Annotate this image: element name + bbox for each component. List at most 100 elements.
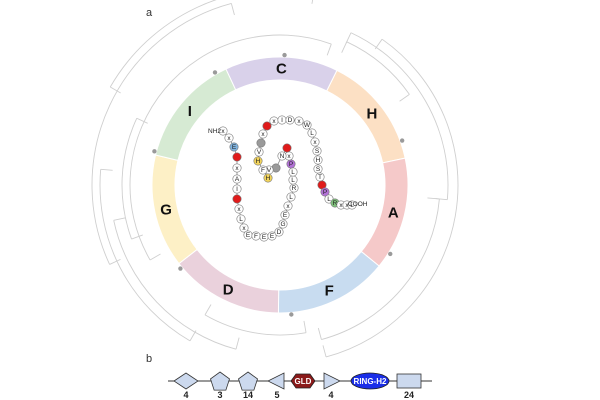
tree-nodes <box>152 52 405 317</box>
residue-circle <box>232 152 242 162</box>
clade-label-d: D <box>223 281 234 298</box>
domain-label: RING-H2 <box>354 377 387 386</box>
domain-rectangle: 24 <box>396 373 422 400</box>
residue-letter: P <box>323 189 327 196</box>
n-terminus: NH2 <box>208 128 221 135</box>
residue: N <box>277 151 287 161</box>
residue-circle <box>258 129 268 139</box>
residue-circle <box>274 227 284 237</box>
residue: E <box>229 142 239 152</box>
residue: F <box>258 165 268 175</box>
tree-arc <box>121 118 138 240</box>
residue-letter: x <box>287 153 291 160</box>
residue-letter: x <box>272 118 276 125</box>
domain-shape <box>267 372 285 390</box>
clade-label-f: F <box>325 283 334 300</box>
residue-circle <box>312 146 322 156</box>
residue-letter: G <box>280 221 285 228</box>
residue <box>256 138 266 148</box>
tree-branch <box>230 3 235 16</box>
residue: L <box>236 214 246 224</box>
tree-arc <box>325 38 459 358</box>
residue-circle <box>232 184 242 194</box>
tree-arc <box>129 34 332 261</box>
domain-triangle-left: 5 <box>267 372 285 400</box>
tree-branch <box>345 32 352 44</box>
residue: H <box>313 155 323 165</box>
tree-arc <box>91 2 232 265</box>
residue: P <box>286 159 296 169</box>
domain-count: 14 <box>243 390 253 400</box>
residue-letter: L <box>327 196 331 203</box>
domain-label: GLD <box>295 377 312 386</box>
tree-branch <box>136 117 148 124</box>
residue-circle <box>224 133 234 143</box>
residue: E <box>267 231 277 241</box>
residue: E <box>243 230 253 240</box>
phylogeny-tree <box>91 0 459 358</box>
clade-segment-i <box>154 68 237 161</box>
tree-node <box>282 52 287 58</box>
tree-arc <box>346 41 410 95</box>
residue-circle <box>262 121 272 131</box>
tree-branch <box>109 258 121 265</box>
domain-count: 4 <box>183 390 188 400</box>
residue-circle <box>254 147 264 157</box>
domain-shape <box>173 372 199 390</box>
residue-letter: R <box>333 200 338 207</box>
residue-letter: F <box>254 233 258 240</box>
residue-letter: L <box>350 202 354 209</box>
tree-branch <box>113 217 126 221</box>
domain-diamond: 4 <box>173 372 199 400</box>
clade-segment-a <box>360 157 409 267</box>
domain-ellipse: RING-H2 <box>350 372 390 390</box>
residue: E <box>259 232 269 242</box>
tree-arc <box>109 0 217 88</box>
residue-letter: W <box>304 122 311 129</box>
residue-letter: L <box>289 194 293 201</box>
residue: G <box>278 219 288 229</box>
tree-branch <box>149 253 161 261</box>
residue: L <box>288 167 298 177</box>
tree-node <box>289 312 294 317</box>
panel-label-a: a <box>146 7 153 19</box>
residue-letter: T <box>318 174 322 181</box>
residue-circle <box>278 219 288 229</box>
domain-hexagon: GLD <box>290 373 316 389</box>
residue-circle <box>294 116 304 126</box>
residue-letter: A <box>235 176 240 183</box>
residue: x <box>239 223 249 233</box>
residue: x <box>232 163 242 173</box>
residue-letter: L <box>291 169 295 176</box>
residue-letter: I <box>236 186 238 193</box>
residue-circle <box>267 231 277 241</box>
residue-letter: L <box>310 130 314 137</box>
tree-branch <box>399 94 410 102</box>
clade-label-i: I <box>188 103 192 120</box>
residue-circle <box>229 142 239 152</box>
domain-shape <box>210 371 230 391</box>
tree-arc <box>321 198 440 340</box>
residue: L <box>347 200 357 210</box>
residue-circle <box>347 200 357 210</box>
residue-circle <box>234 204 244 214</box>
residue-circle <box>263 173 273 183</box>
residue: L <box>307 128 317 138</box>
tree-branch <box>204 304 212 316</box>
c-terminus: COOH <box>348 201 368 208</box>
residue-letter: x <box>313 139 317 146</box>
residue: F <box>251 231 261 241</box>
tree-branch <box>374 38 383 50</box>
residue: V <box>254 147 264 157</box>
residue-letter: x <box>339 202 343 209</box>
residue <box>232 194 242 204</box>
residue-circle <box>232 174 242 184</box>
residue: D <box>285 115 295 125</box>
residue-letter: x <box>227 135 231 142</box>
residue-letter: x <box>297 118 301 125</box>
residue: I <box>232 184 242 194</box>
tree-branch <box>110 86 121 94</box>
